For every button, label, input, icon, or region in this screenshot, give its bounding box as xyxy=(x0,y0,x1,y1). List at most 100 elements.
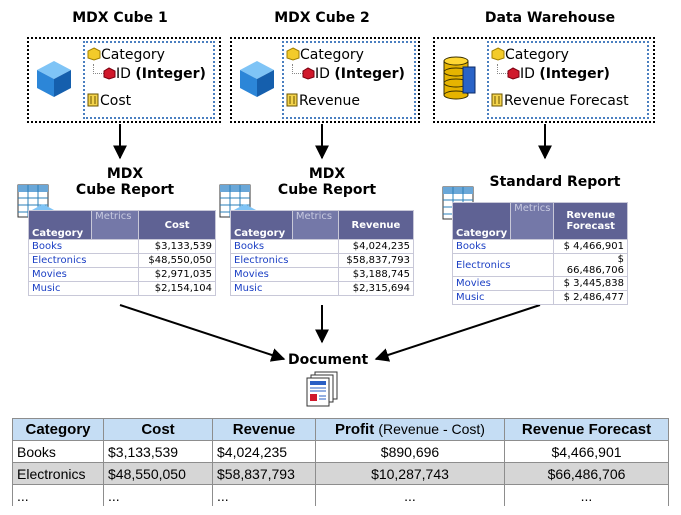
cell-revenue-forecast: $66,486,706 xyxy=(504,462,669,485)
attributes-panel-cube1: Category ID (Integer) Cost xyxy=(83,41,215,119)
header-cost: Cost xyxy=(103,418,213,441)
cell-revenue: $4,024,235 xyxy=(212,440,316,463)
category-attribute: Category xyxy=(491,47,569,63)
attribute-form-icon xyxy=(302,67,315,80)
arrow-report3-to-document xyxy=(374,304,541,362)
value-header: Revenue Forecast xyxy=(553,202,628,240)
arrow-report1-to-document xyxy=(119,304,286,362)
category-attribute: Category xyxy=(286,47,364,63)
document-icon xyxy=(306,371,338,407)
report-header-row: Category Metrics Revenue Forecast xyxy=(451,202,628,240)
document-row: Books $3,133,539 $4,024,235 $890,696 $4,… xyxy=(12,440,669,463)
document-row: Electronics $48,550,050 $58,837,793 $10,… xyxy=(12,462,669,485)
report-row: Books$ 4,466,901 xyxy=(451,239,628,254)
cell-revenue: ... xyxy=(212,484,316,506)
report-row: Electronics$48,550,050 xyxy=(27,253,216,268)
cell-category: ... xyxy=(12,484,104,506)
category-link[interactable]: Electronics xyxy=(451,253,555,277)
category-header: Category xyxy=(27,210,93,240)
header-revenue: Revenue xyxy=(212,418,316,441)
value-header: Revenue xyxy=(337,210,415,240)
value-cell: $ 4,466,901 xyxy=(553,239,628,254)
category-link[interactable]: Movies xyxy=(230,267,339,282)
category-link[interactable]: Electronics xyxy=(27,253,140,268)
value-cell: $3,188,745 xyxy=(337,267,415,282)
category-link[interactable]: Books xyxy=(451,239,555,254)
cube-icon xyxy=(37,61,71,97)
category-link[interactable]: Music xyxy=(451,290,555,305)
metrics-header: Metrics xyxy=(510,202,555,240)
value-cell: $2,971,035 xyxy=(138,267,216,282)
metric-item: Cost xyxy=(87,93,131,109)
report-row: Books$4,024,235 xyxy=(230,239,415,254)
value-cell: $ 3,445,838 xyxy=(553,276,628,291)
report-row: Electronics$58,837,793 xyxy=(230,253,415,268)
value-cell: $4,024,235 xyxy=(337,239,415,254)
value-cell: $ 66,486,706 xyxy=(553,253,628,277)
report-title-2: MDX Cube Report xyxy=(277,166,377,198)
report-table-1: Category Metrics Cost Books$3,133,539 El… xyxy=(27,210,216,296)
header-category: Category xyxy=(12,418,104,441)
metrics-header: Metrics xyxy=(91,210,140,240)
report-header-row: Category Metrics Cost xyxy=(27,210,216,240)
attribute-form-icon xyxy=(507,67,520,80)
value-cell: $3,133,539 xyxy=(138,239,216,254)
attributes-panel-warehouse: Category ID (Integer) Revenue Forecast xyxy=(487,41,649,119)
category-attribute: Category xyxy=(87,47,165,63)
document-label: Document xyxy=(288,352,369,368)
report-row: Electronics$ 66,486,706 xyxy=(451,253,628,277)
report-table-2: Category Metrics Revenue Books$4,024,235… xyxy=(230,210,415,296)
category-header: Category xyxy=(230,210,293,240)
cell-cost: ... xyxy=(103,484,213,506)
tree-connector xyxy=(93,64,104,74)
metric-icon xyxy=(491,93,503,107)
id-attribute: ID (Integer) xyxy=(302,66,405,82)
attribute-icon xyxy=(286,47,300,61)
cube-icon xyxy=(240,61,274,97)
header-profit: Profit (Revenue - Cost) xyxy=(315,418,505,441)
cell-revenue-forecast: $4,466,901 xyxy=(504,440,669,463)
metric-icon xyxy=(87,93,99,107)
attribute-form-icon xyxy=(103,67,116,80)
metric-item: Revenue xyxy=(286,93,360,109)
tree-connector xyxy=(292,64,303,74)
cell-cost: $3,133,539 xyxy=(103,440,213,463)
report-row: Music$ 2,486,477 xyxy=(451,290,628,305)
report-row: Books$3,133,539 xyxy=(27,239,216,254)
database-icon xyxy=(443,56,476,100)
report-table-3: Category Metrics Revenue Forecast Books$… xyxy=(451,202,628,305)
category-link[interactable]: Electronics xyxy=(230,253,339,268)
value-cell: $ 2,486,477 xyxy=(553,290,628,305)
category-link[interactable]: Music xyxy=(230,281,339,296)
tree-connector xyxy=(497,64,508,74)
category-link[interactable]: Books xyxy=(27,239,140,254)
report-title-1: MDX Cube Report xyxy=(75,166,175,198)
report-row: Music$2,154,104 xyxy=(27,281,216,296)
id-attribute: ID (Integer) xyxy=(103,66,206,82)
category-link[interactable]: Music xyxy=(27,281,140,296)
metric-item: Revenue Forecast xyxy=(491,93,629,109)
report-header-row: Category Metrics Revenue xyxy=(230,210,415,240)
metric-icon xyxy=(286,93,298,107)
cell-category: Books xyxy=(12,440,104,463)
category-link[interactable]: Movies xyxy=(27,267,140,282)
report-title-3: Standard Report xyxy=(489,174,621,190)
category-header: Category xyxy=(451,202,512,240)
attributes-panel-cube2: Category ID (Integer) Revenue xyxy=(282,41,416,119)
value-cell: $58,837,793 xyxy=(337,253,415,268)
attribute-icon xyxy=(491,47,505,61)
id-attribute: ID (Integer) xyxy=(507,66,610,82)
cell-category: Electronics xyxy=(12,462,104,485)
document-row: ... ... ... ... ... xyxy=(12,484,669,506)
value-header: Cost xyxy=(138,210,216,240)
source-title-cube1: MDX Cube 1 xyxy=(72,10,168,26)
cell-profit: $890,696 xyxy=(315,440,505,463)
cell-revenue: $58,837,793 xyxy=(212,462,316,485)
category-link[interactable]: Movies xyxy=(451,276,555,291)
category-link[interactable]: Books xyxy=(230,239,339,254)
value-cell: $48,550,050 xyxy=(138,253,216,268)
value-cell: $2,315,694 xyxy=(337,281,415,296)
header-revenue-forecast: Revenue Forecast xyxy=(504,418,669,441)
document-header-row: Category Cost Revenue Profit (Revenue - … xyxy=(12,418,669,441)
